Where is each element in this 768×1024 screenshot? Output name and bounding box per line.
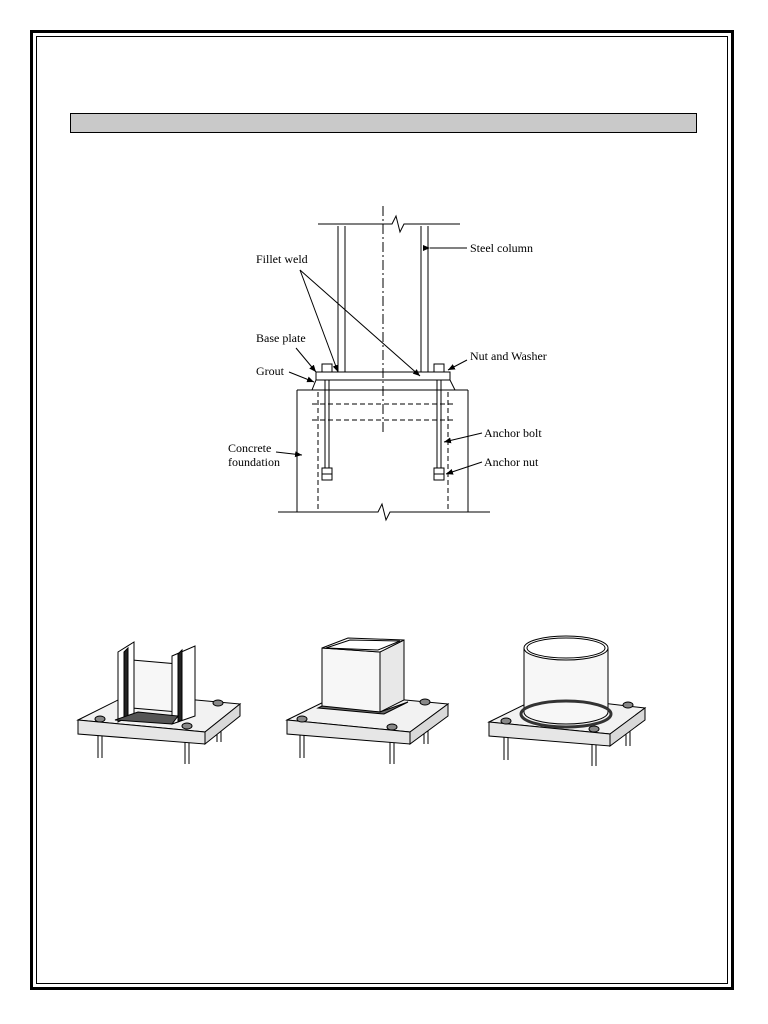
label-concrete-foundation-1: Concrete <box>228 441 271 455</box>
wide-flange-column-icon <box>76 641 242 764</box>
nut-right <box>433 363 445 373</box>
round-pipe-column-icon <box>487 635 647 766</box>
page-border <box>30 30 734 990</box>
column-break-line <box>318 214 460 234</box>
grout <box>311 379 456 391</box>
page-border-inner <box>36 36 728 984</box>
nut-left <box>321 363 333 373</box>
label-nut-and-washer: Nut and Washer <box>470 349 547 363</box>
foundation-break-line <box>278 502 490 522</box>
label-fillet-weld: Fillet weld <box>256 252 308 266</box>
section-drawing <box>275 206 490 522</box>
label-grout: Grout <box>256 364 285 378</box>
label-anchor-bolt: Anchor bolt <box>484 426 542 440</box>
label-steel-column: Steel column <box>470 241 533 255</box>
base-plate <box>315 371 451 381</box>
label-concrete-foundation-2: foundation <box>228 455 280 469</box>
section-header-bar <box>70 113 697 133</box>
label-base-plate: Base plate <box>256 331 306 345</box>
square-tube-column-icon <box>285 637 450 764</box>
label-anchor-nut: Anchor nut <box>484 455 539 469</box>
